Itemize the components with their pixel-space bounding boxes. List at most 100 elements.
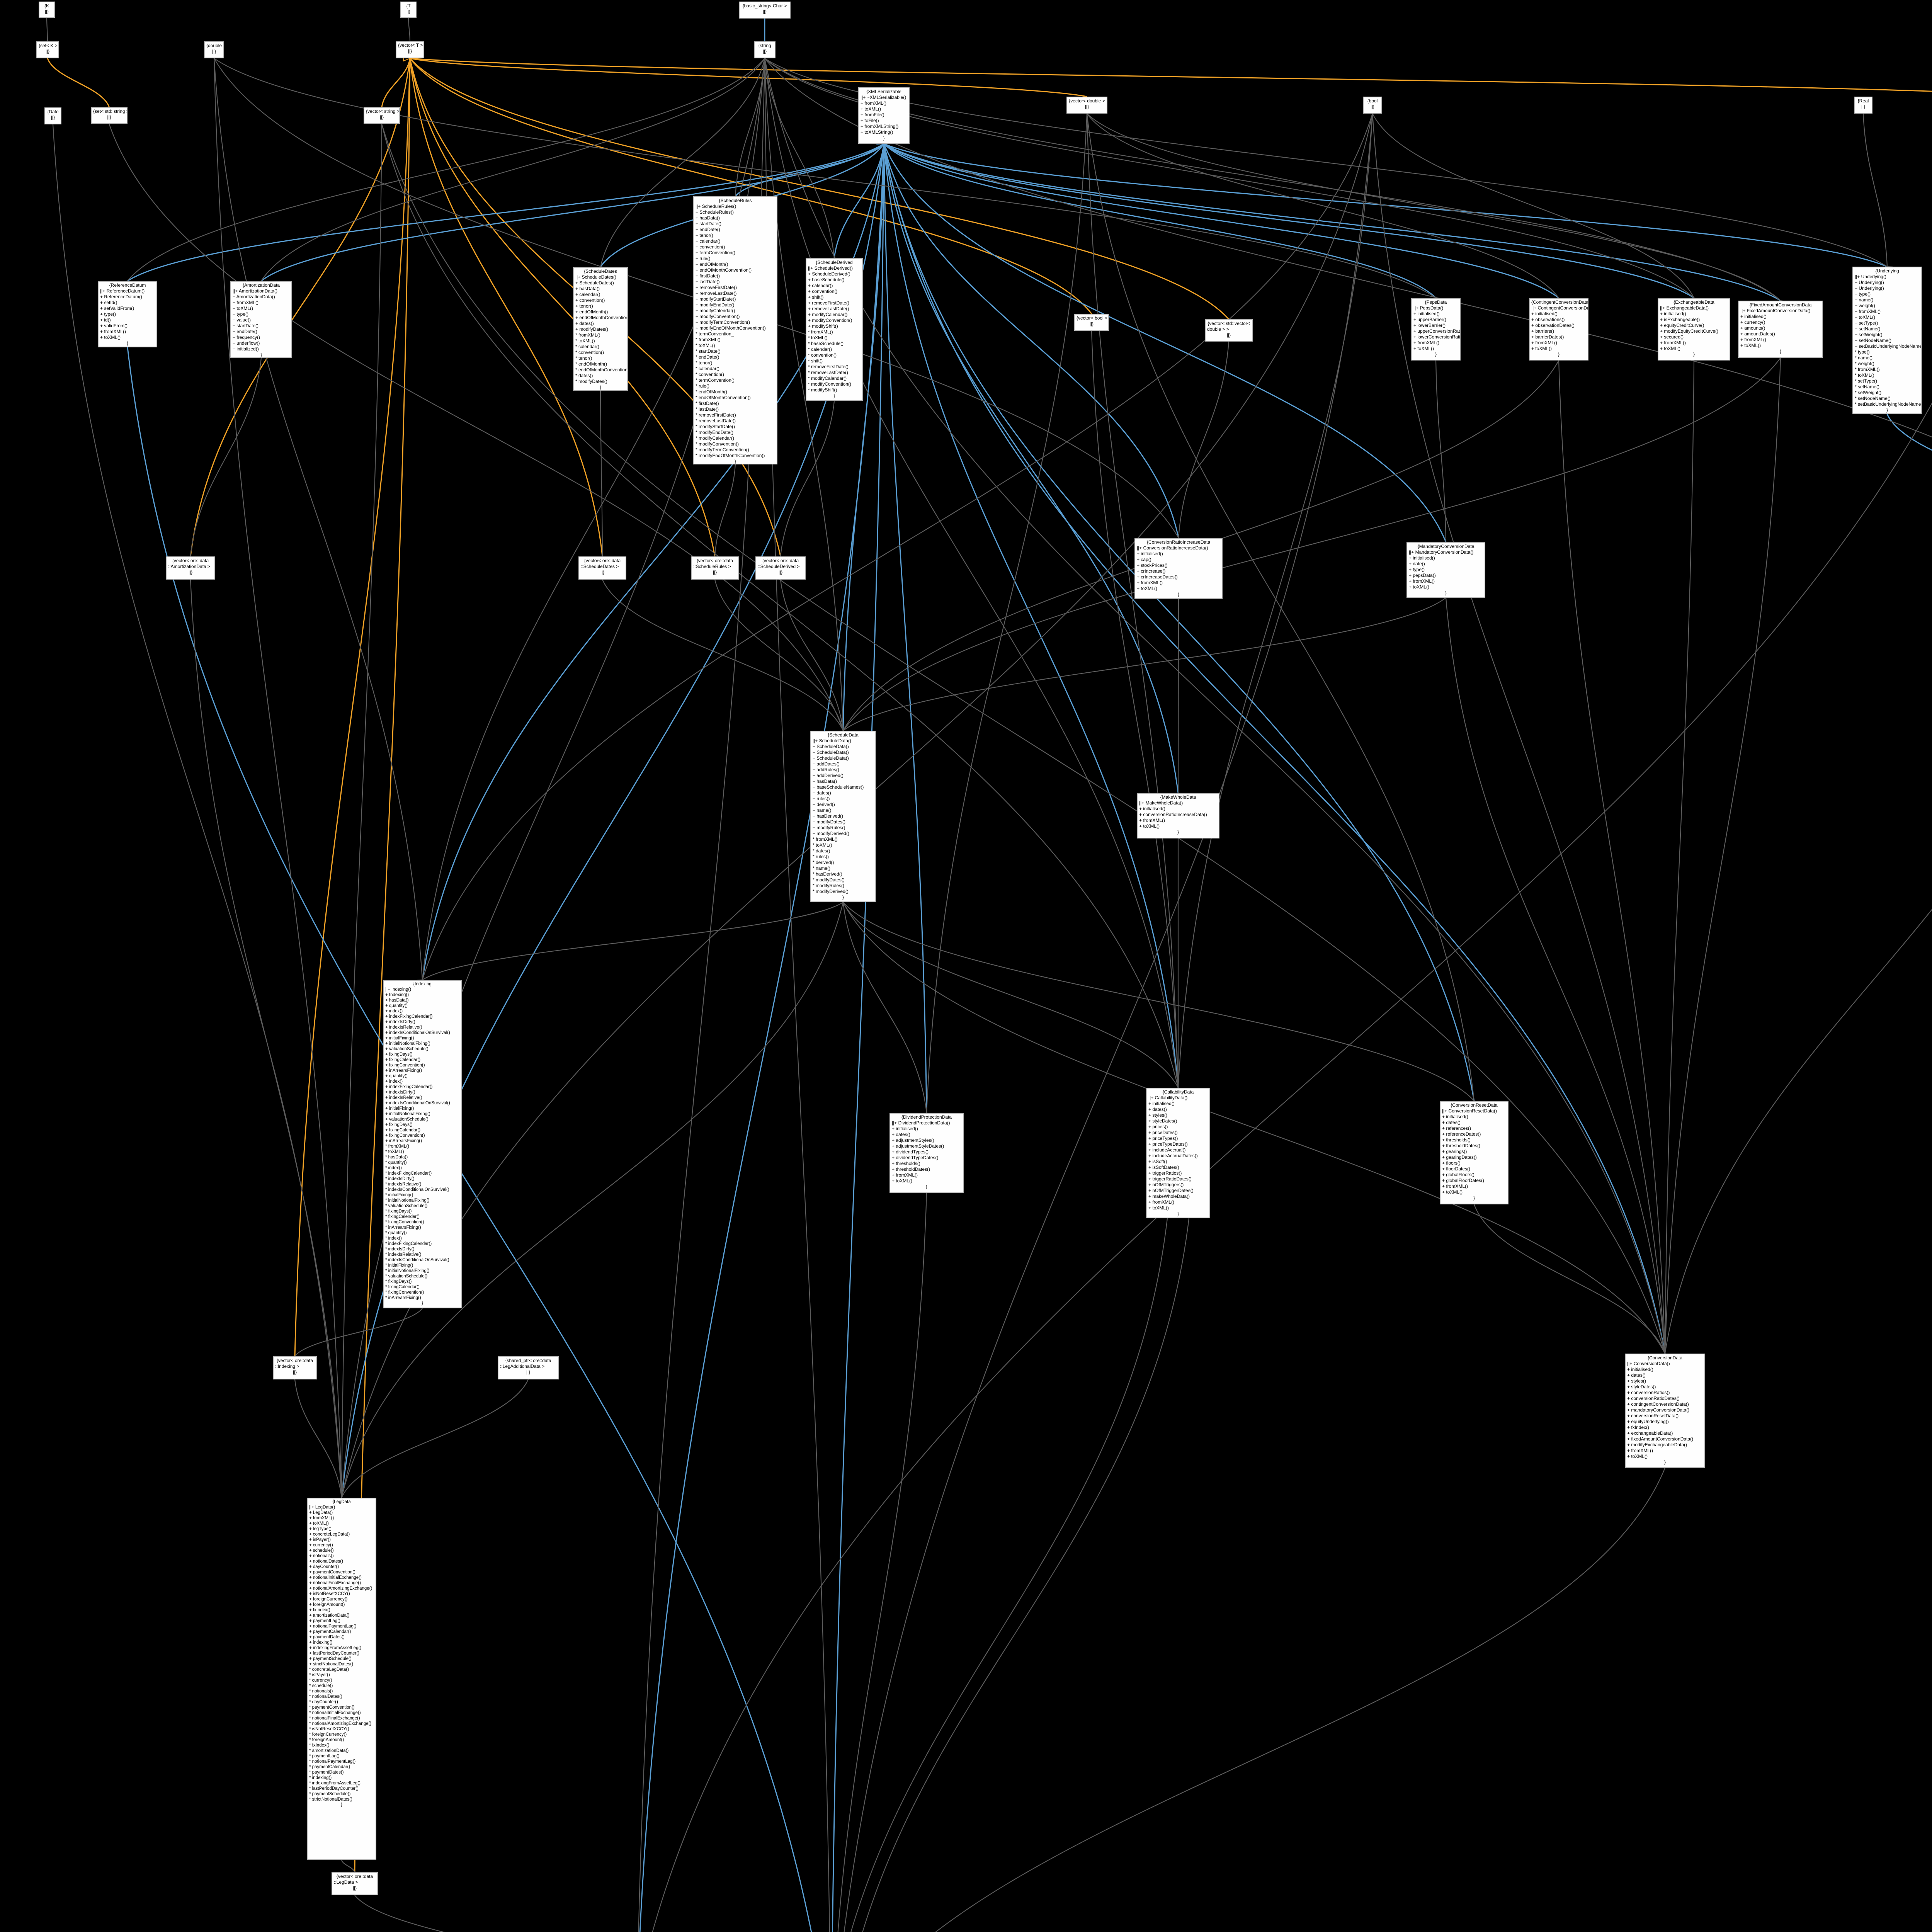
member-line: + priceDates() [1148, 1130, 1178, 1135]
class-node-sharedPtrLegAdd[interactable]: {shared_ptr< ore::data::LegAdditionalDat… [498, 1356, 559, 1379]
class-node-vectorBool[interactable]: {vector< bool >||} [1074, 314, 1109, 331]
member-line: * hasData() [385, 1155, 408, 1160]
member-line: + name() [1855, 297, 1874, 303]
member-line: + amounts() [1740, 325, 1765, 331]
class-node-double[interactable]: {double||} [204, 41, 224, 58]
class-node-makeWholeData[interactable]: {MakeWholeData||+ MakeWholeData()+ initi… [1137, 793, 1219, 838]
member-line: {bool [1367, 98, 1378, 104]
member-line: + quantity() [385, 1074, 408, 1078]
class-node-contingentConversionData[interactable]: {ContingentConversionData||+ ContingentC… [1529, 298, 1588, 361]
class-node-exchangeableData[interactable]: {ExchangeableData||+ ExchangeableData()+… [1658, 298, 1730, 361]
class-node-legData[interactable]: {LegData||+ LegData()+ LegData()+ fromXM… [307, 1498, 376, 1860]
class-node-conversionRatioIncreaseData[interactable]: {ConversionRatioIncreaseData||+ Conversi… [1134, 538, 1223, 599]
member-line: + lastPeriodDayCounter() [309, 1651, 360, 1656]
member-line: * inArrearsFixing() [385, 1225, 421, 1230]
class-node-referenceDatum[interactable]: {ReferenceDatum||+ ReferenceDatum()+ Ref… [98, 281, 157, 347]
member-line: + toXML() [1139, 823, 1160, 829]
member-line: + termConvention() [696, 250, 736, 255]
class-node-fixedAmountConversionData[interactable]: {FixedAmountConversionData||+ FixedAmoun… [1738, 301, 1823, 358]
class-node-scheduleDates[interactable]: {ScheduleDates||+ ScheduleDates()+ Sched… [573, 267, 628, 391]
member-line: + paymentDates() [309, 1635, 345, 1639]
member-line: + indexFixingCalendar() [385, 1085, 433, 1089]
class-node-k[interactable]: {K||} [39, 2, 55, 18]
member-line: + toXML() [309, 1521, 329, 1526]
member-line: * paymentConvention() [309, 1705, 355, 1710]
member-line: * toXML() [1855, 372, 1874, 378]
class-node-basicString[interactable]: {basic_string< Char >||} [739, 2, 791, 19]
class-node-setString[interactable]: {set< std::string >||} [91, 107, 128, 124]
class-node-scheduleData[interactable]: {ScheduleData||+ ScheduleData()+ Schedul… [810, 731, 876, 902]
class-node-real[interactable]: {Real||} [1854, 97, 1872, 114]
member-line: + setBasicUnderlyingNodeName() [1855, 344, 1922, 349]
class-node-vectorVecDouble[interactable]: {vector< std::vector<double > >||} [1205, 319, 1253, 342]
member-line: {Real [1857, 98, 1869, 104]
class-node-vecSchedRules[interactable]: {vector< ore::data::ScheduleRules >||} [691, 556, 739, 580]
member-line: + toXML() [1627, 1454, 1648, 1459]
member-line: + index() [385, 1009, 403, 1014]
member-line: + fromXML() [1139, 818, 1165, 823]
edge-bool-to-callabilityData [1177, 113, 1373, 1088]
class-node-conversionData[interactable]: {ConversionData||+ ConversionData()+ ini… [1625, 1354, 1705, 1468]
edge-vectorDouble-to-contingentConversionData [1087, 113, 1559, 298]
class-node-string[interactable]: {string||} [754, 41, 776, 58]
class-node-vectorT[interactable]: {vector< T >||} [396, 41, 424, 58]
class-node-bool[interactable]: {bool||} [1363, 97, 1382, 114]
class-node-vecLegData[interactable]: {vector< ore::data::LegData >||} [332, 1872, 378, 1895]
member-line: + conversionResetData() [1627, 1413, 1679, 1418]
class-node-vecIndexing[interactable]: {vector< ore::data::Indexing >||} [273, 1356, 317, 1379]
member-line: + fromXML() [1855, 309, 1881, 314]
class-node-vectorDouble[interactable]: {vector< double >||} [1066, 97, 1107, 114]
member-line: + legType() [309, 1527, 332, 1531]
class-node-amortizationData[interactable]: {AmortizationData||+ AmortizationData()+… [230, 281, 292, 358]
member-line: * index() [385, 1166, 402, 1170]
member-line: ||+ ScheduleData() [813, 738, 851, 743]
member-line: + calendar() [575, 292, 600, 297]
class-node-conversionResetData[interactable]: {ConversionResetData||+ ConversionResetD… [1440, 1101, 1509, 1204]
class-node-indexing[interactable]: {Indexing||+ Indexing()+ Indexing()+ has… [383, 980, 462, 1308]
member-line: * paymentDates() [309, 1770, 344, 1775]
class-node-t[interactable]: {T||} [400, 2, 417, 18]
member-line: + fixingConvention() [385, 1063, 425, 1068]
edge-indexing-to-vecIndexing [294, 1308, 423, 1357]
member-line: * index() [385, 1236, 402, 1241]
member-line: * isPayer() [309, 1673, 330, 1677]
class-node-vecSchedDerived[interactable]: {vector< ore::data::ScheduleDerived >||} [755, 556, 806, 580]
edge-vectorDouble-to-callabilityData [1086, 113, 1179, 1088]
class-node-vecAmort[interactable]: {vector< ore::data::AmortizationData >||… [166, 556, 215, 580]
member-line: ||} [408, 48, 412, 54]
member-line: + gearings() [1442, 1149, 1467, 1154]
class-node-scheduleDerived[interactable]: {ScheduleDerived||+ ScheduleDerived()+ S… [806, 258, 863, 401]
class-node-date[interactable]: {Date||} [44, 107, 61, 124]
member-line: + notionalInitialExchange() [309, 1575, 362, 1580]
member-line: + fixingCalendar() [385, 1128, 421, 1133]
member-line: + conversionRatioIncreaseData() [1139, 812, 1207, 817]
edge-conversionRatioIncreaseData-to-xmlSerializable [883, 143, 1179, 538]
member-line: + initialised() [1148, 1101, 1175, 1106]
member-line: * quantity() [385, 1160, 407, 1165]
edge-equityUnderlying-to-underlying [1886, 414, 1932, 451]
member-line: + observations() [1531, 317, 1565, 322]
class-node-xmlSerializable[interactable]: {XMLSerializable||+ ~XMLSerializable()+ … [858, 87, 910, 144]
member-line: * initialNotionalFixing() [385, 1198, 430, 1203]
member-line: * notionalFinalExchange() [309, 1716, 360, 1721]
class-node-underlying[interactable]: {Underlying||+ Underlying()+ Underlying(… [1852, 267, 1922, 414]
class-node-setK[interactable]: {set< K >||} [36, 41, 59, 58]
member-line: {LegData [332, 1500, 351, 1504]
class-node-vectorString[interactable]: {vector< string >||} [364, 107, 400, 124]
class-node-vecSchedDates[interactable]: {vector< ore::data::ScheduleDates >||} [578, 556, 626, 580]
member-line: ::Indexing > [275, 1364, 299, 1369]
class-node-callabilityData[interactable]: {CallabilityData||+ CallabilityData()+ i… [1146, 1088, 1210, 1218]
class-node-scheduleRules[interactable]: {ScheduleRules||+ ScheduleRules()+ Sched… [693, 196, 777, 464]
member-line: + referenceDates() [1442, 1131, 1481, 1137]
class-node-mandatoryConversionData[interactable]: {MandatoryConversionData||+ MandatoryCon… [1406, 542, 1485, 598]
edge-bool-to-conversionData [1372, 113, 1666, 1354]
member-line: + modifyDates() [575, 327, 609, 332]
member-line: ||+ ConversionResetData() [1442, 1108, 1497, 1114]
member-line: + initialised() [1413, 311, 1440, 316]
edge-vecLegData-to-bondData [354, 1895, 445, 1932]
member-line: } [1886, 407, 1888, 413]
member-line: {Date [47, 109, 59, 114]
edge-vectorString-to-conversionData [381, 124, 1666, 1354]
class-node-pepsData[interactable]: {PepsData||+ PepsData()+ initialised()+ … [1411, 298, 1461, 361]
class-node-dividendProtectionData[interactable]: {DividendProtectionData||+ DividendProte… [889, 1113, 964, 1193]
